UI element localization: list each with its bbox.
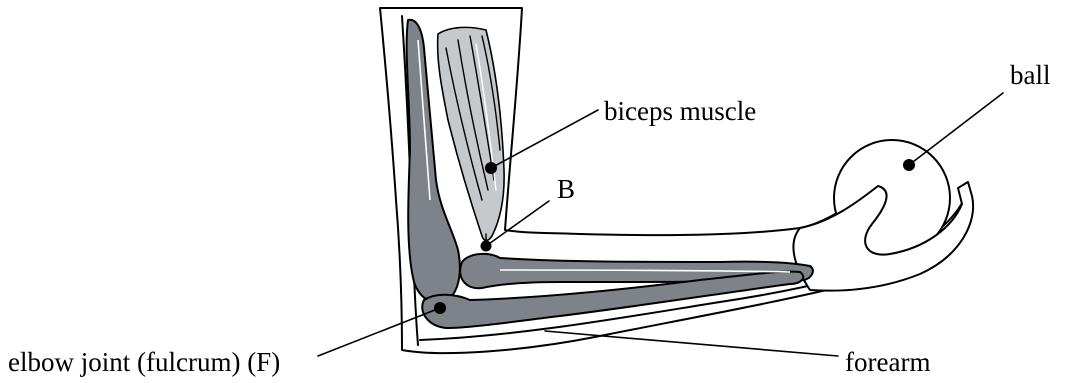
ball-leader-line	[909, 93, 1003, 165]
forearm-leader-line	[545, 331, 838, 356]
point-b-label: B	[557, 174, 575, 204]
forearm-label: forearm	[845, 347, 930, 377]
elbow-joint-label: elbow joint (fulcrum) (F)	[8, 347, 280, 377]
biceps-muscle-label: biceps muscle	[604, 96, 756, 126]
ball-label: ball	[1010, 60, 1051, 90]
